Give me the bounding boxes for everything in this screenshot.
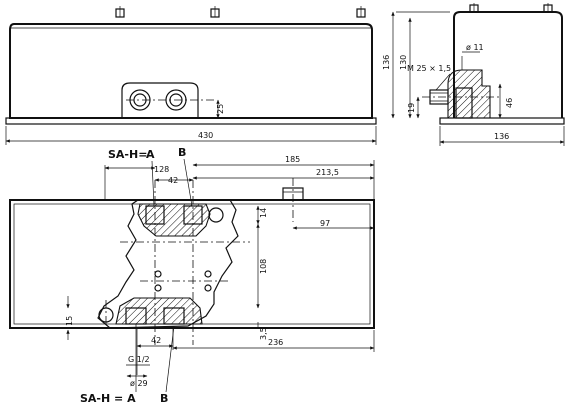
label-sah-bottom: SA-H = A bbox=[80, 392, 136, 405]
dim-plan-thread: G 1/2 bbox=[128, 355, 150, 364]
screw-icon bbox=[115, 6, 125, 18]
port-block bbox=[121, 82, 214, 118]
dim-side-thread: M 25 × 1,5 bbox=[407, 64, 451, 73]
dim-plan-42-top: 42 bbox=[168, 176, 178, 185]
screw-icon bbox=[210, 6, 220, 18]
label-sah-top: SA-H= bbox=[108, 148, 147, 161]
dim-plan-97: 97 bbox=[320, 219, 330, 228]
label-port-a-top: A bbox=[146, 148, 155, 161]
dim-plan-15: 15 bbox=[65, 316, 74, 326]
dim-side-19: 19 bbox=[407, 103, 416, 113]
dim-plan-14: 14 bbox=[259, 208, 268, 218]
dim-side-130: 130 bbox=[399, 55, 408, 70]
screw-icon bbox=[469, 3, 479, 13]
plan-top-section-hatch bbox=[137, 203, 211, 237]
dim-side-bore: ø 11 bbox=[466, 43, 484, 52]
dim-side-136-width: 136 bbox=[494, 132, 509, 141]
label-port-b-top: B bbox=[178, 146, 186, 159]
side-view: ø 11 M 25 × 1,5 136 130 19 46 136 bbox=[382, 3, 565, 146]
screw-icon bbox=[543, 3, 553, 13]
dim-plan-236: 236 bbox=[268, 338, 283, 347]
side-section-hatch bbox=[447, 69, 491, 119]
dim-plan-bore: ø 29 bbox=[130, 379, 148, 388]
plan-bottom-section-hatch bbox=[115, 297, 203, 325]
label-port-b-bottom: B bbox=[160, 392, 168, 405]
dim-plan-42-bottom: 42 bbox=[151, 336, 161, 345]
dim-front-25: 25 bbox=[216, 104, 225, 114]
dim-plan-185: 185 bbox=[285, 155, 300, 164]
dim-plan-108: 108 bbox=[259, 259, 268, 274]
dim-side-46: 46 bbox=[505, 98, 514, 108]
dim-plan-128: 128 bbox=[154, 165, 169, 174]
plan-view: 128 42 185 213,5 14 108 3,5 97 15 42 236… bbox=[9, 155, 375, 388]
dim-plan-35: 3,5 bbox=[259, 327, 268, 340]
dim-plan-2135: 213,5 bbox=[316, 168, 339, 177]
screw-icon bbox=[356, 6, 366, 18]
dim-front-430: 430 bbox=[198, 131, 213, 140]
front-view: 25 430 bbox=[5, 6, 377, 145]
dim-side-136-height: 136 bbox=[382, 55, 391, 70]
